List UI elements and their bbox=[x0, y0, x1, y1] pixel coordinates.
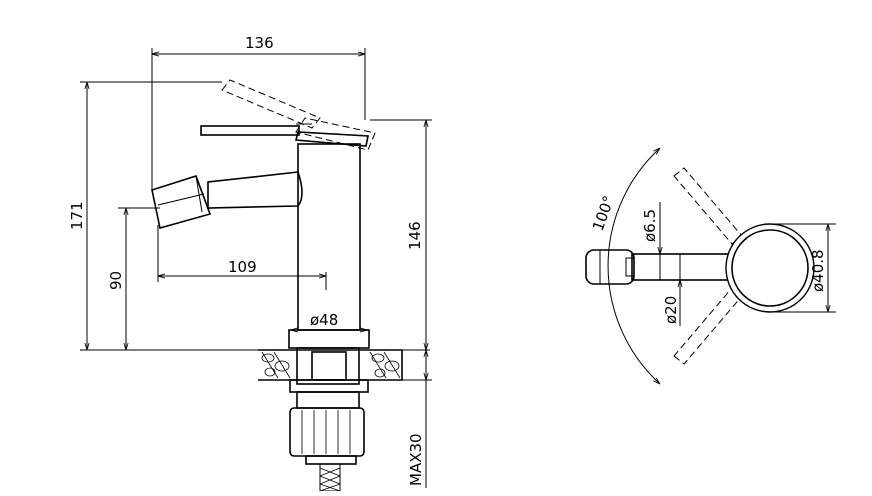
label-90: 90 bbox=[107, 271, 125, 290]
spout-arm-top bbox=[631, 253, 733, 281]
countertop-hatch bbox=[258, 349, 403, 381]
label-d48: ø48 bbox=[310, 311, 338, 329]
label-171: 171 bbox=[68, 201, 86, 230]
dim-height-total: 171 bbox=[68, 81, 430, 351]
tap-body bbox=[297, 143, 361, 331]
shank bbox=[296, 347, 360, 385]
top-view: 100° ø6.5 ø20 bbox=[585, 148, 836, 384]
spout-head bbox=[151, 175, 212, 230]
body-circle-inner bbox=[731, 229, 809, 307]
label-109: 109 bbox=[228, 258, 257, 276]
nut-upper bbox=[296, 391, 360, 409]
dim-head-diameter: ø40.8 bbox=[770, 223, 836, 313]
label-d20: ø20 bbox=[662, 296, 680, 324]
lever-handle bbox=[200, 125, 300, 136]
aerator-end bbox=[585, 249, 635, 285]
dim-width-total: 136 bbox=[151, 34, 366, 190]
dim-pin-diameter: ø20 bbox=[662, 280, 680, 326]
label-d40-8: ø40.8 bbox=[809, 249, 827, 292]
spout bbox=[207, 171, 303, 209]
nut-bottom bbox=[305, 455, 357, 465]
dim-spout-reach: 109 bbox=[157, 225, 327, 290]
fixing-nut bbox=[289, 407, 365, 457]
braided-hose bbox=[319, 463, 341, 492]
label-146: 146 bbox=[406, 221, 424, 250]
label-136: 136 bbox=[245, 34, 274, 52]
dim-spout-height: 90 bbox=[107, 207, 160, 350]
label-max30: MAX30 bbox=[407, 433, 425, 486]
label-100deg: 100° bbox=[589, 193, 618, 233]
side-view: 136 171 90 109 146 bbox=[68, 34, 432, 492]
shank-inner bbox=[311, 351, 347, 381]
label-d6-5: ø6.5 bbox=[641, 209, 659, 242]
dim-body-height: 146 bbox=[370, 119, 432, 350]
lever-alt-position bbox=[221, 79, 376, 151]
dim-lever-diameter: ø6.5 bbox=[641, 202, 660, 254]
dim-max-deck: MAX30 bbox=[400, 350, 432, 488]
body-circle-outer bbox=[725, 223, 815, 313]
base-flange bbox=[288, 329, 370, 349]
washer bbox=[289, 379, 369, 393]
fixing-nut-ribs bbox=[301, 410, 351, 454]
dim-body-diameter: ø48 bbox=[291, 311, 367, 330]
